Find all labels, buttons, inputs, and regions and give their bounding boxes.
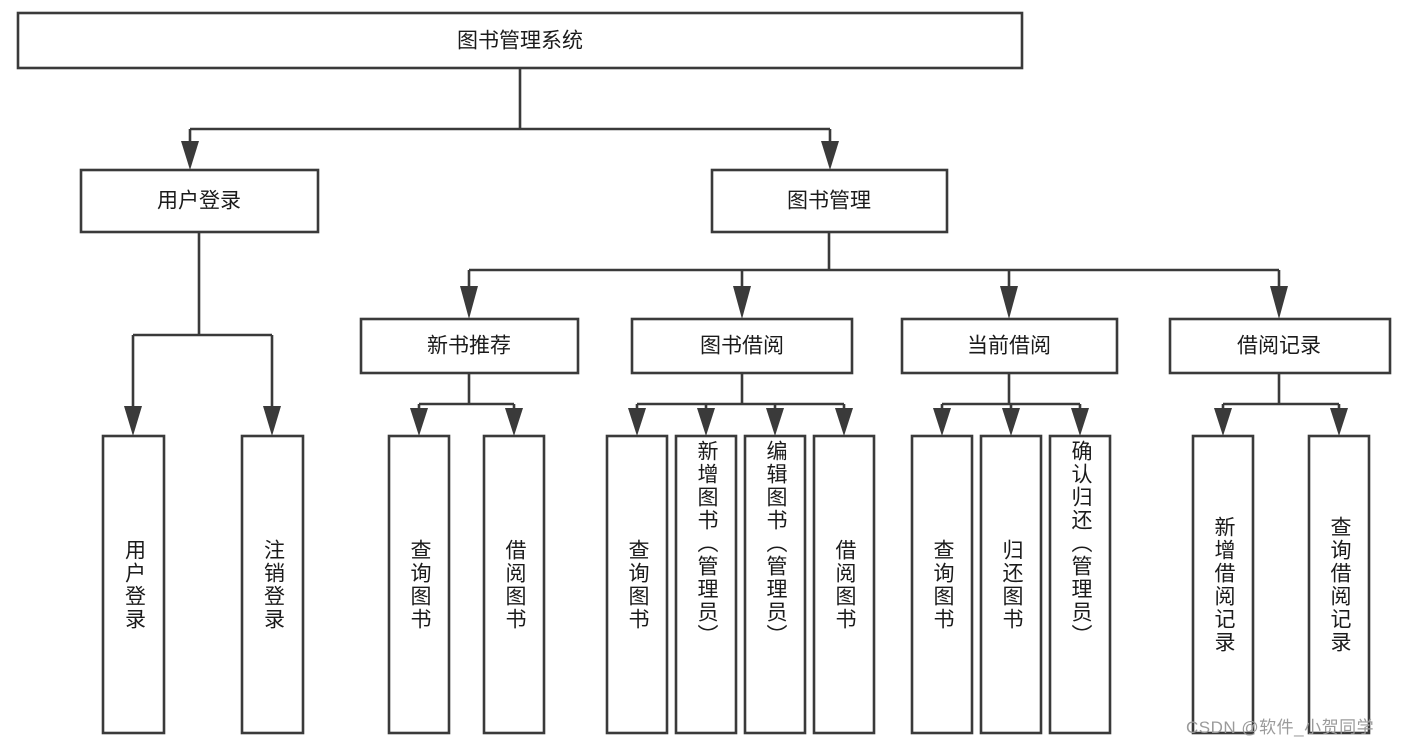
node-root-label: 图书管理系统 [457,30,583,53]
node-new-book-recommend[interactable]: 新书推荐 [359,317,580,375]
node-leaf-bb-edit-book-box[interactable] [743,434,807,735]
arrow-head-cb-leaf-2 [1002,408,1020,436]
node-leaf-br-add-record-box[interactable] [1191,434,1255,735]
node-leaf-bb-add-book-box[interactable] [674,434,738,735]
arrow-head-book-manage [821,141,839,170]
arrow-head-cb-leaf-3 [1071,408,1089,436]
arrow-head-bb-leaf-4 [835,408,853,436]
connector-new-book-to-leaves [410,373,523,436]
arrow-head-br-leaf-1 [1214,408,1232,436]
node-user-login-label: 用户登录 [157,190,241,213]
node-leaf-bb-borrow-book-box[interactable] [812,434,876,735]
node-borrow-record-box[interactable] [1168,317,1392,375]
connector-user-login-to-leaves [124,232,281,436]
arrow-head-leaf-user-login [124,406,142,436]
node-current-borrow[interactable]: 当前借阅 [900,317,1119,375]
node-user-login[interactable]: 用户登录 [79,168,320,234]
node-leaf-logout-box[interactable] [240,434,305,735]
node-leaf-user-login-box[interactable] [101,434,166,735]
arrow-head-br-leaf-2 [1330,408,1348,436]
connector-current-borrow-to-leaves [933,373,1089,436]
node-root-book-management-system[interactable]: 图书管理系统 [16,11,1024,70]
node-current-borrow-box[interactable] [900,317,1119,375]
node-leaf-nb-query-book-box[interactable] [387,434,451,735]
connector-book-manage-to-level3 [460,232,1288,319]
arrow-head-bb-leaf-3 [766,408,784,436]
arrow-head-cb-leaf-1 [933,408,951,436]
node-new-book-recommend-label: 新书推荐 [427,335,511,358]
node-borrow-record[interactable]: 借阅记录 [1168,317,1392,375]
connector-book-borrow-to-leaves [628,373,853,436]
node-book-borrow-box[interactable] [630,317,854,375]
connector-root-to-level2 [181,68,839,170]
node-book-management[interactable]: 图书管理 [710,168,949,234]
node-leaf-bb-query-book-box[interactable] [605,434,669,735]
node-book-borrow[interactable]: 图书借阅 [630,317,854,375]
node-leaf-br-query-record-box[interactable] [1307,434,1371,735]
arrow-head-new-book [460,286,478,319]
arrow-head-nb-leaf-1 [410,408,428,436]
node-leaf-cb-query-book-box[interactable] [910,434,974,735]
arrow-head-borrow-record [1270,286,1288,319]
arrow-head-leaf-logout [263,406,281,436]
node-book-borrow-label: 图书借阅 [700,335,784,358]
arrow-head-nb-leaf-2 [505,408,523,436]
connector-borrow-record-to-leaves [1214,373,1348,436]
node-new-book-recommend-box[interactable] [359,317,580,375]
node-current-borrow-label: 当前借阅 [967,335,1051,358]
node-user-login-box[interactable] [79,168,320,234]
node-borrow-record-label: 借阅记录 [1237,335,1321,358]
arrow-head-book-borrow [733,286,751,319]
node-leaf-cb-confirm-return-box[interactable] [1048,434,1112,735]
arrow-head-current-borrow [1000,286,1018,319]
node-leaf-nb-borrow-book-box[interactable] [482,434,546,735]
watermark-text: CSDN @软件_小贺同学 [1186,718,1375,737]
arrow-head-bb-leaf-1 [628,408,646,436]
node-leaf-cb-return-book-box[interactable] [979,434,1043,735]
arrow-head-user-login [181,141,199,170]
node-book-management-box[interactable] [710,168,949,234]
node-root-box[interactable] [16,11,1024,70]
arrow-head-bb-leaf-2 [697,408,715,436]
node-book-management-label: 图书管理 [787,190,871,213]
